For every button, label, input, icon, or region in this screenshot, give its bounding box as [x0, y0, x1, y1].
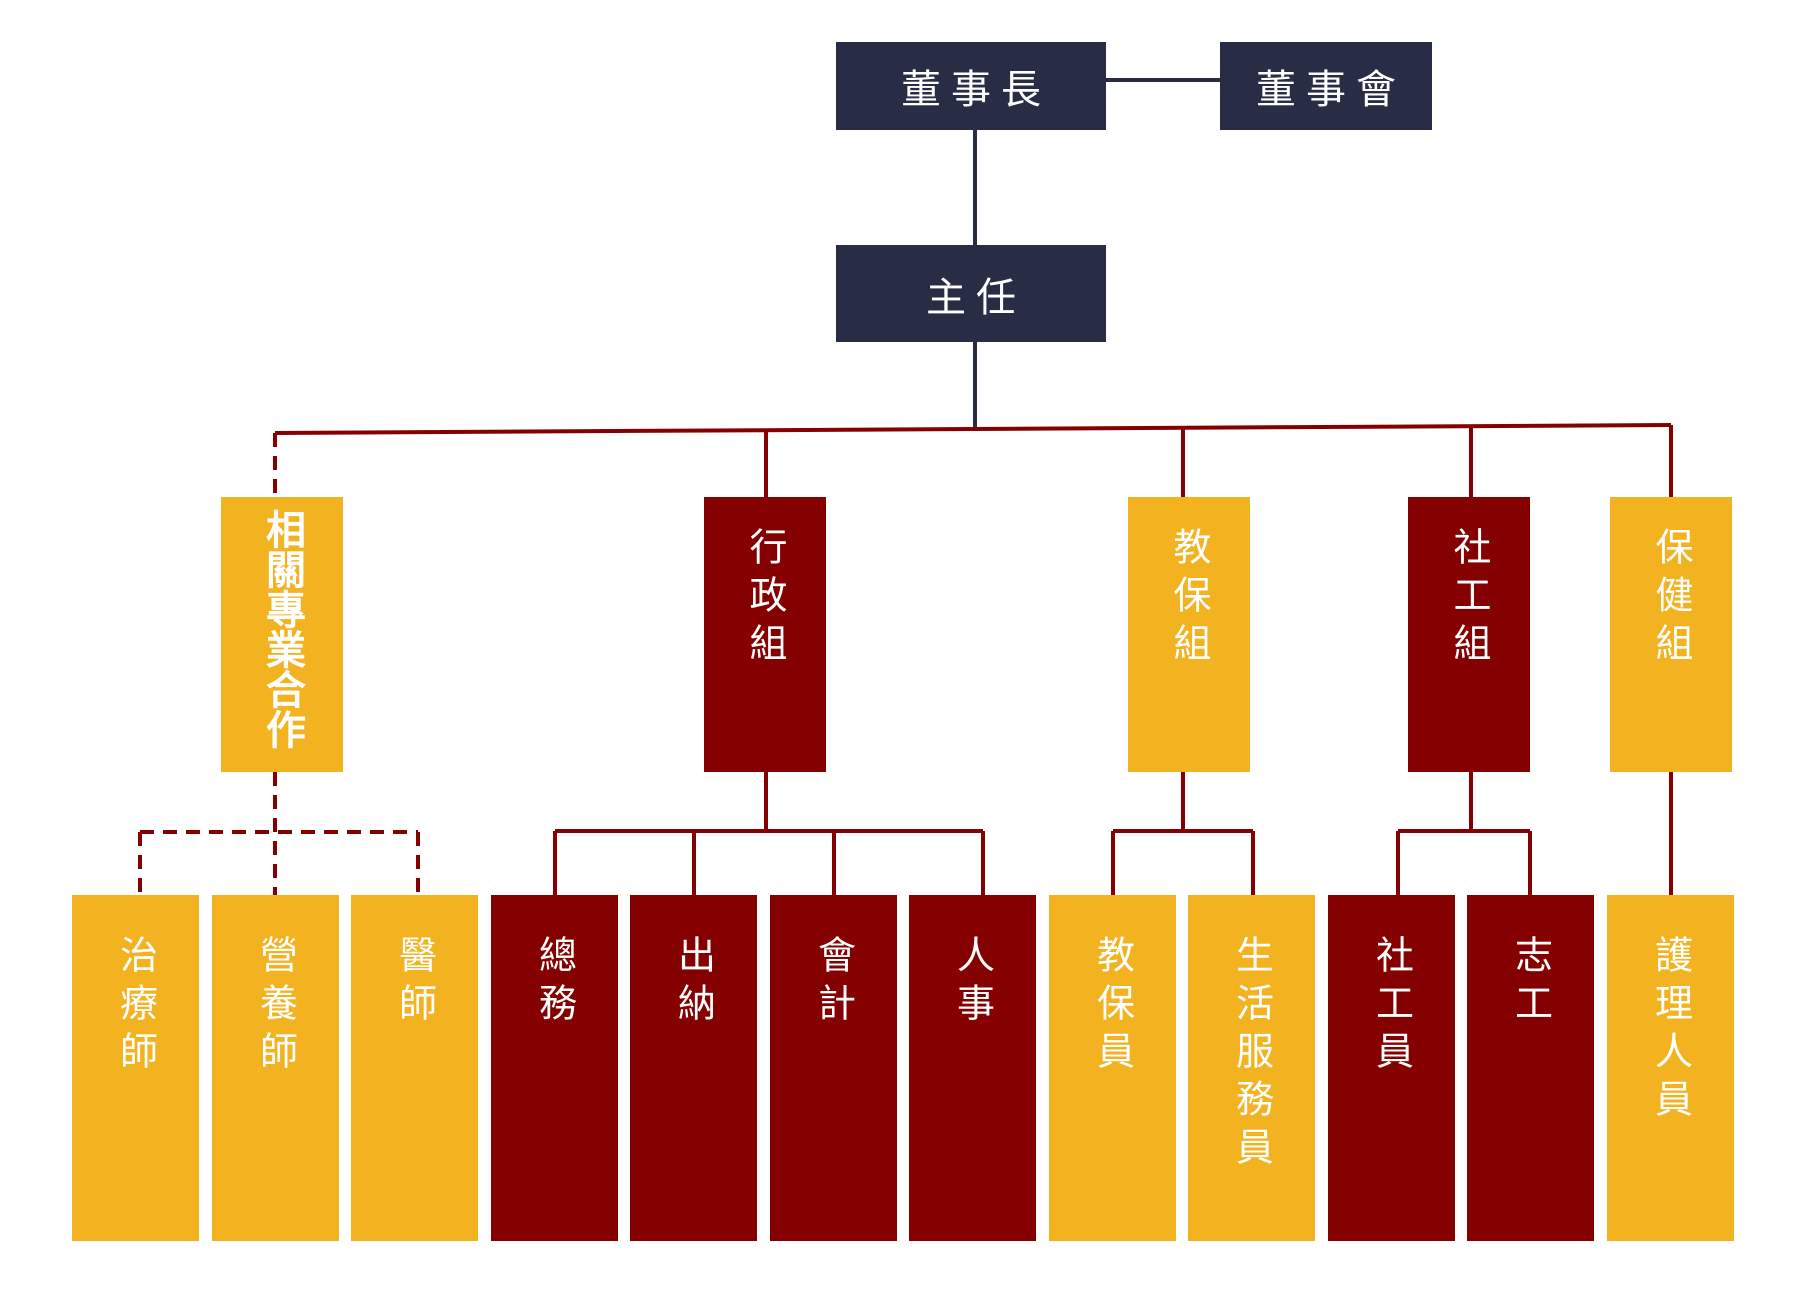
staff-nursing-label: 護理人員	[1648, 935, 1693, 1127]
staff-accounting-box: 會計	[770, 895, 897, 1241]
group-admin-label: 行政組	[743, 527, 787, 671]
staff-caregiver-label: 教保員	[1090, 935, 1135, 1079]
group-education-box: 教保組	[1128, 497, 1250, 772]
staff-life-service-label: 生活服務員	[1229, 935, 1274, 1175]
staff-volunteer-label: 志工	[1508, 935, 1553, 1031]
director-box: 主任	[836, 245, 1106, 342]
staff-doctor-label: 醫師	[392, 935, 437, 1031]
chairman-box: 董事長	[836, 42, 1106, 130]
staff-volunteer-box: 志工	[1467, 895, 1594, 1241]
chairman-label: 董事長	[901, 67, 1051, 113]
staff-therapist-label: 治療師	[113, 935, 158, 1079]
staff-therapist-box: 治療師	[72, 895, 199, 1241]
group-health-label: 保健組	[1649, 527, 1693, 671]
group-professional-box: 相關專業合作	[221, 497, 343, 772]
board-label: 董事會	[1256, 67, 1406, 113]
staff-doctor-box: 醫師	[351, 895, 478, 1241]
staff-general-affairs-box: 總務	[491, 895, 618, 1241]
staff-caregiver-box: 教保員	[1049, 895, 1176, 1241]
staff-personnel-label: 人事	[950, 935, 995, 1031]
staff-general-affairs-label: 總務	[532, 935, 577, 1031]
group-admin-box: 行政組	[704, 497, 826, 772]
group-social-label: 社工組	[1447, 527, 1491, 671]
group-education-label: 教保組	[1167, 527, 1211, 671]
staff-personnel-box: 人事	[909, 895, 1036, 1241]
staff-accounting-label: 會計	[811, 935, 856, 1031]
staff-cashier-box: 出納	[630, 895, 757, 1241]
group-social-box: 社工組	[1408, 497, 1530, 772]
staff-social-worker-box: 社工員	[1328, 895, 1455, 1241]
board-box: 董事會	[1220, 42, 1432, 130]
group-health-box: 保健組	[1610, 497, 1732, 772]
staff-nutritionist-box: 營養師	[212, 895, 339, 1241]
group-professional-label: 相關專業合作	[259, 509, 305, 749]
staff-nursing-box: 護理人員	[1607, 895, 1734, 1241]
director-label: 主任	[926, 274, 1026, 321]
staff-cashier-label: 出納	[671, 935, 716, 1031]
staff-life-service-box: 生活服務員	[1188, 895, 1315, 1241]
staff-social-worker-label: 社工員	[1369, 935, 1414, 1079]
staff-nutritionist-label: 營養師	[253, 935, 298, 1079]
